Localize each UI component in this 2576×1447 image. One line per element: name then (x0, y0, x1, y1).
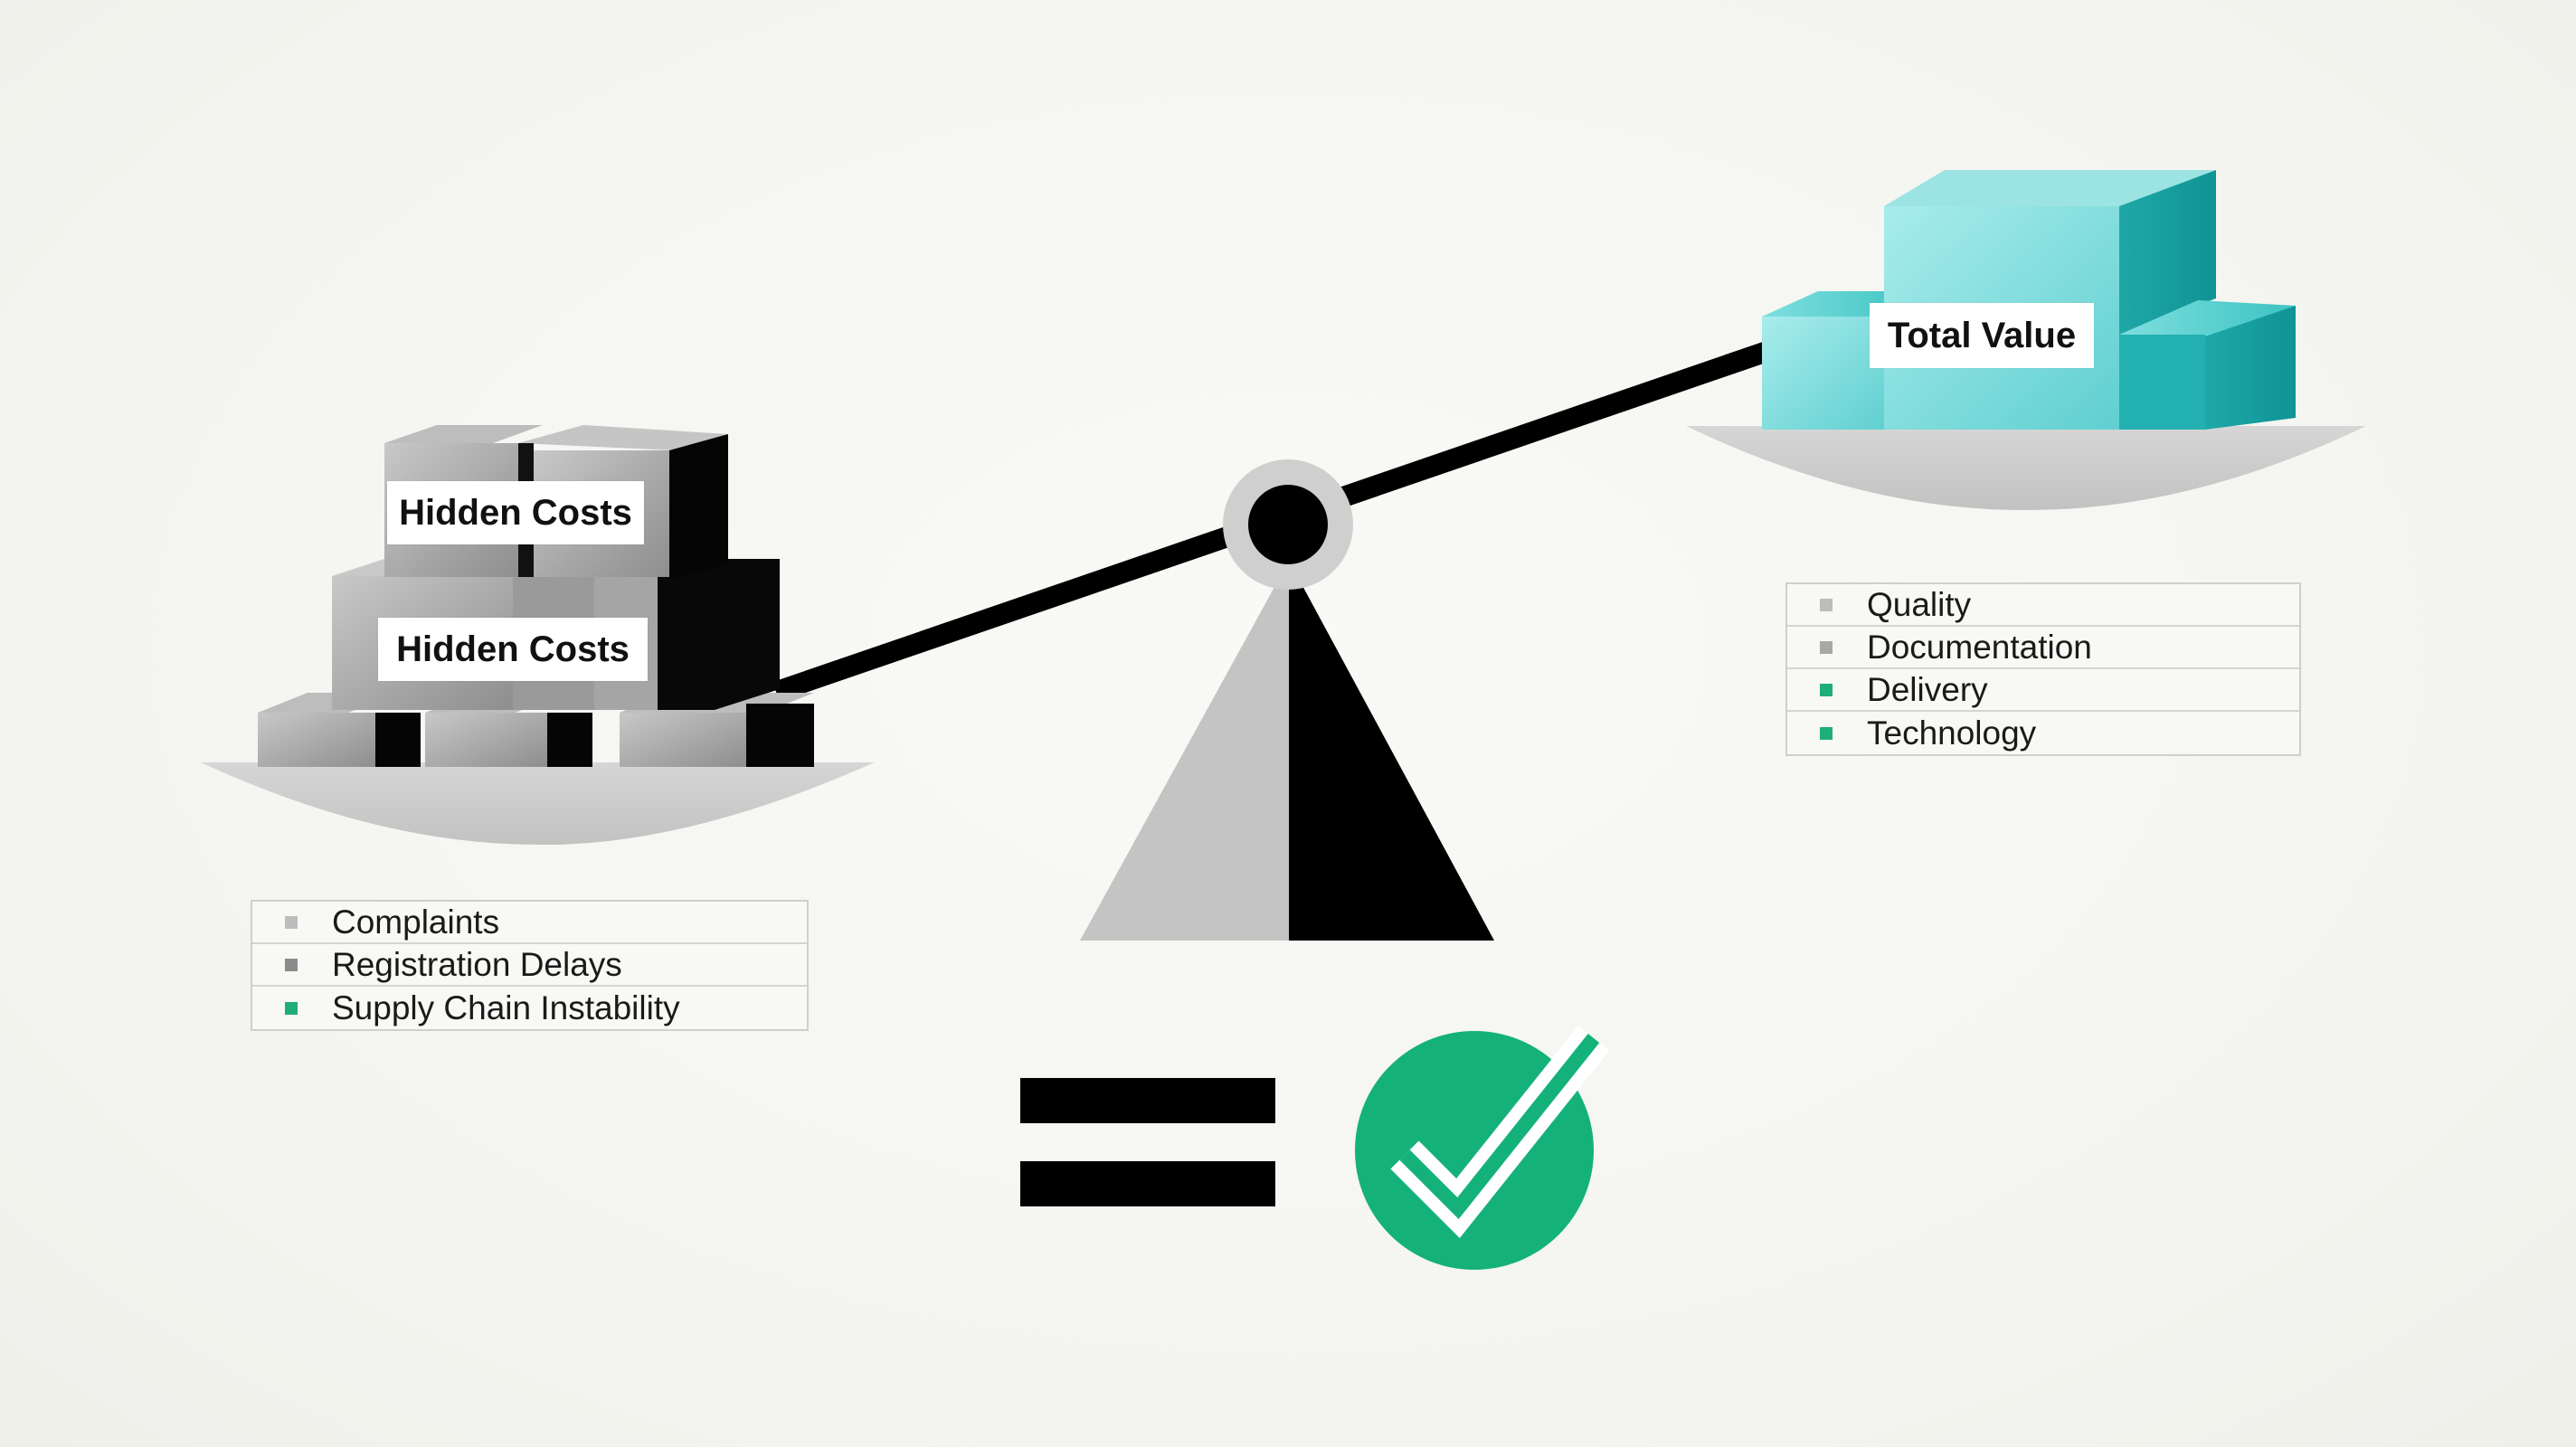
bullet-icon (285, 958, 298, 971)
hidden-cost-blocks (258, 425, 814, 767)
equals-icon (1020, 1078, 1275, 1206)
hidden-costs-label-middle: Hidden Costs (378, 618, 648, 681)
list-item: Complaints (252, 902, 807, 944)
check-circle-icon (1355, 1026, 1610, 1270)
total-value-blocks (1762, 170, 2296, 430)
bullet-icon (1820, 726, 1833, 740)
pivot-icon (1223, 459, 1353, 590)
list-item-text: Supply Chain Instability (332, 989, 680, 1026)
list-item-text: Documentation (1867, 629, 2092, 666)
bullet-icon (1820, 598, 1833, 611)
list-item: Supply Chain Instability (252, 987, 807, 1029)
list-item: Quality (1787, 584, 2299, 627)
hidden-costs-list: Complaints Registration Delays Supply Ch… (251, 900, 809, 1031)
total-value-label: Total Value (1870, 303, 2094, 368)
list-item: Registration Delays (252, 944, 807, 987)
bullet-icon (1820, 640, 1833, 654)
list-item-text: Technology (1867, 714, 2037, 752)
list-item-text: Registration Delays (332, 946, 622, 983)
hidden-costs-label-top: Hidden Costs (387, 481, 644, 544)
bullet-icon (285, 915, 298, 929)
scale-stand (1080, 561, 1494, 941)
left-pan (201, 762, 875, 846)
list-item-text: Complaints (332, 903, 500, 941)
list-item: Delivery (1787, 669, 2299, 712)
list-item: Documentation (1787, 627, 2299, 669)
bullet-icon (1820, 683, 1833, 696)
list-item: Technology (1787, 712, 2299, 754)
total-value-list: Quality Documentation Delivery Technolog… (1785, 582, 2301, 756)
bullet-icon (285, 1001, 298, 1015)
right-pan (1686, 426, 2366, 511)
list-item-text: Delivery (1867, 671, 1988, 708)
list-item-text: Quality (1867, 586, 1972, 623)
